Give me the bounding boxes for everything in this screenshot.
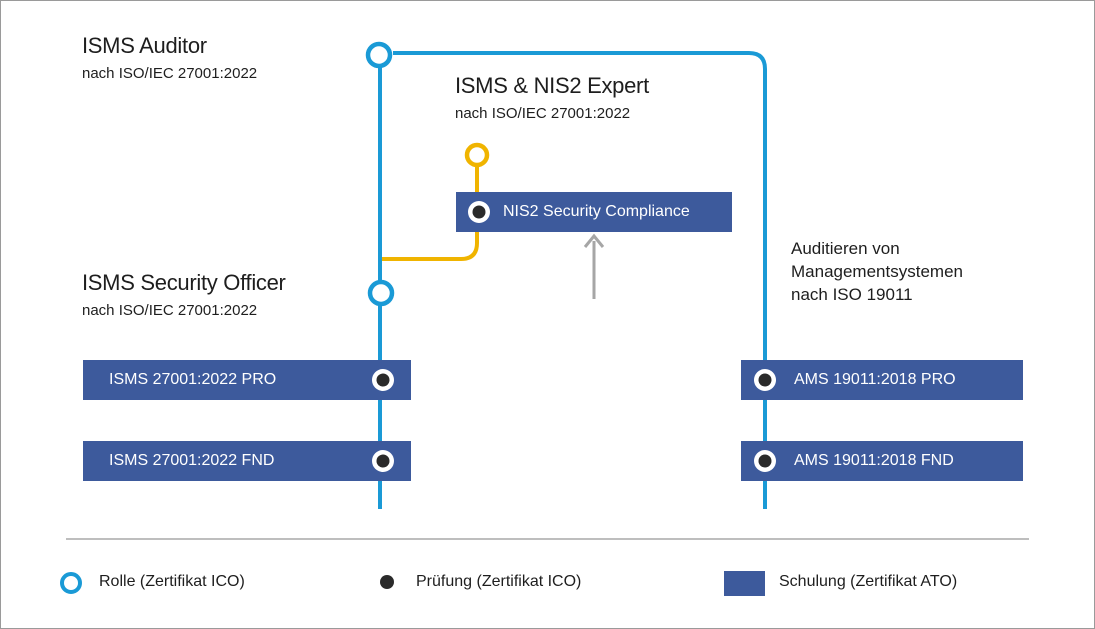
arrow-head — [583, 233, 605, 248]
role-title-auditor: ISMS Auditor — [82, 33, 207, 58]
role-subtitle-expert: nach ISO/IEC 27001:2022 — [455, 105, 631, 122]
note-auditieren: Auditieren von Managementsystemen nach I… — [791, 237, 963, 306]
course-isms-fnd: ISMS 27001:2022 FND — [83, 441, 411, 481]
role-title-expert: ISMS & NIS2 Expert — [455, 73, 649, 98]
course-label: ISMS 27001:2022 PRO — [109, 371, 277, 388]
legend-exam-label: Prüfung (Zertifikat ICO) — [416, 573, 582, 590]
course-label: ISMS 27001:2022 FND — [109, 452, 275, 469]
legend-training-label: Schulung (Zertifikat ATO) — [779, 573, 958, 590]
role-subtitle-auditor: nach ISO/IEC 27001:2022 — [82, 65, 258, 82]
note-line: Managementsystemen — [791, 262, 963, 281]
course-label: AMS 19011:2018 PRO — [794, 371, 956, 388]
note-line: nach ISO 19011 — [791, 285, 913, 304]
legend-role-label: Rolle (Zertifikat ICO) — [99, 573, 245, 590]
course-label: NIS2 Security Compliance — [503, 203, 690, 220]
note-line: Auditieren von — [791, 239, 900, 258]
course-nis2-security-compliance: NIS2 Security Compliance — [456, 192, 732, 232]
yellow-track-branch — [382, 166, 479, 261]
course-isms-pro: ISMS 27001:2022 PRO — [83, 360, 411, 400]
course-ams-pro: AMS 19011:2018 PRO — [741, 360, 1023, 400]
course-label: AMS 19011:2018 FND — [794, 452, 954, 469]
blue-track-auditor-path — [393, 51, 767, 509]
role-title-officer: ISMS Security Officer — [82, 270, 286, 295]
role-subtitle-officer: nach ISO/IEC 27001:2022 — [82, 302, 258, 319]
course-ams-fnd: AMS 19011:2018 FND — [741, 441, 1023, 481]
